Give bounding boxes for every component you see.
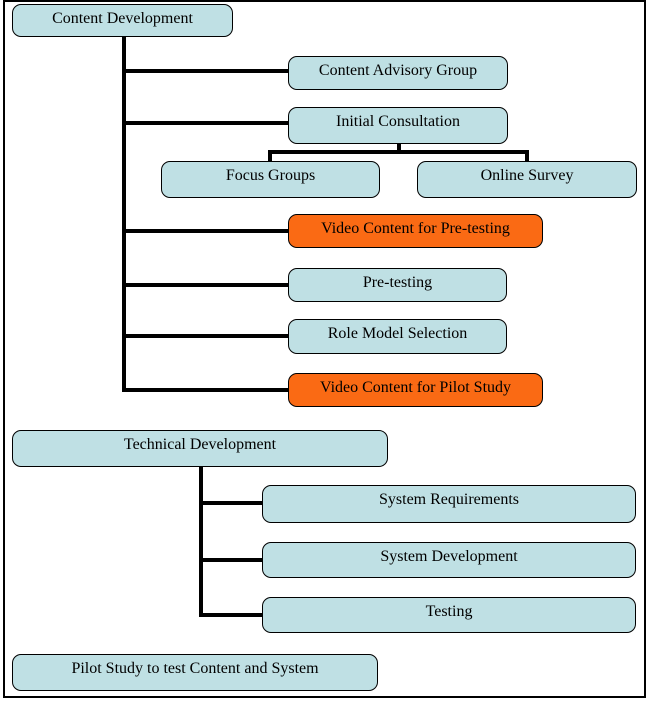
node-label: System Requirements [379, 491, 519, 508]
node-label: Pilot Study to test Content and System [71, 660, 319, 677]
node-online-survey: Online Survey [417, 161, 637, 198]
connector-branch-video-content-pre-testing [124, 229, 288, 233]
node-video-content-for-pilot-study: Video Content for Pilot Study [288, 373, 543, 407]
diagram-border-frame [3, 0, 646, 698]
connector-trunk-technical-development [199, 467, 203, 617]
connector-trunk-content-development [122, 37, 126, 392]
connector-branch-role-model-selection [124, 334, 288, 338]
connector-branch-system-development [199, 558, 262, 562]
connector-branch-initial-consultation [124, 121, 290, 125]
node-label: Content Development [52, 10, 193, 27]
node-system-development: System Development [262, 542, 636, 578]
node-label: Role Model Selection [327, 325, 468, 342]
node-technical-development: Technical Development [12, 430, 388, 467]
node-label: Content Advisory Group [318, 62, 478, 79]
connector-stub-focus-groups [268, 150, 272, 162]
connector-stub-online-survey [525, 150, 529, 162]
node-pre-testing: Pre-testing [288, 268, 507, 302]
node-label: Focus Groups [225, 167, 316, 184]
connector-horizontal-initial-consultation-children [268, 150, 529, 154]
node-label: System Development [380, 548, 518, 565]
connector-branch-system-requirements [199, 501, 262, 505]
node-role-model-selection: Role Model Selection [288, 319, 507, 354]
connector-branch-testing [199, 613, 262, 617]
node-label: Video Content for Pilot Study [319, 379, 512, 396]
node-label: Video Content for Pre-testing [321, 220, 510, 237]
connector-branch-video-content-pilot-study [124, 388, 288, 392]
node-pilot-study: Pilot Study to test Content and System [12, 654, 378, 691]
node-video-content-for-pre-testing: Video Content for Pre-testing [288, 214, 543, 248]
node-content-advisory-group: Content Advisory Group [288, 56, 508, 90]
node-content-development: Content Development [12, 4, 233, 37]
connector-branch-pre-testing [124, 283, 288, 287]
node-label: Technical Development [123, 436, 277, 453]
node-label: Online Survey [480, 167, 574, 184]
connector-stub-initial-consultation [397, 144, 401, 154]
connector-branch-content-advisory-group [124, 69, 288, 73]
node-system-requirements: System Requirements [262, 485, 636, 523]
node-label: Pre-testing [362, 274, 433, 291]
node-focus-groups: Focus Groups [161, 161, 380, 198]
node-label: Initial Consultation [336, 113, 460, 130]
node-label: Testing [425, 603, 473, 620]
node-testing: Testing [262, 597, 636, 633]
node-initial-consultation: Initial Consultation [288, 107, 508, 144]
